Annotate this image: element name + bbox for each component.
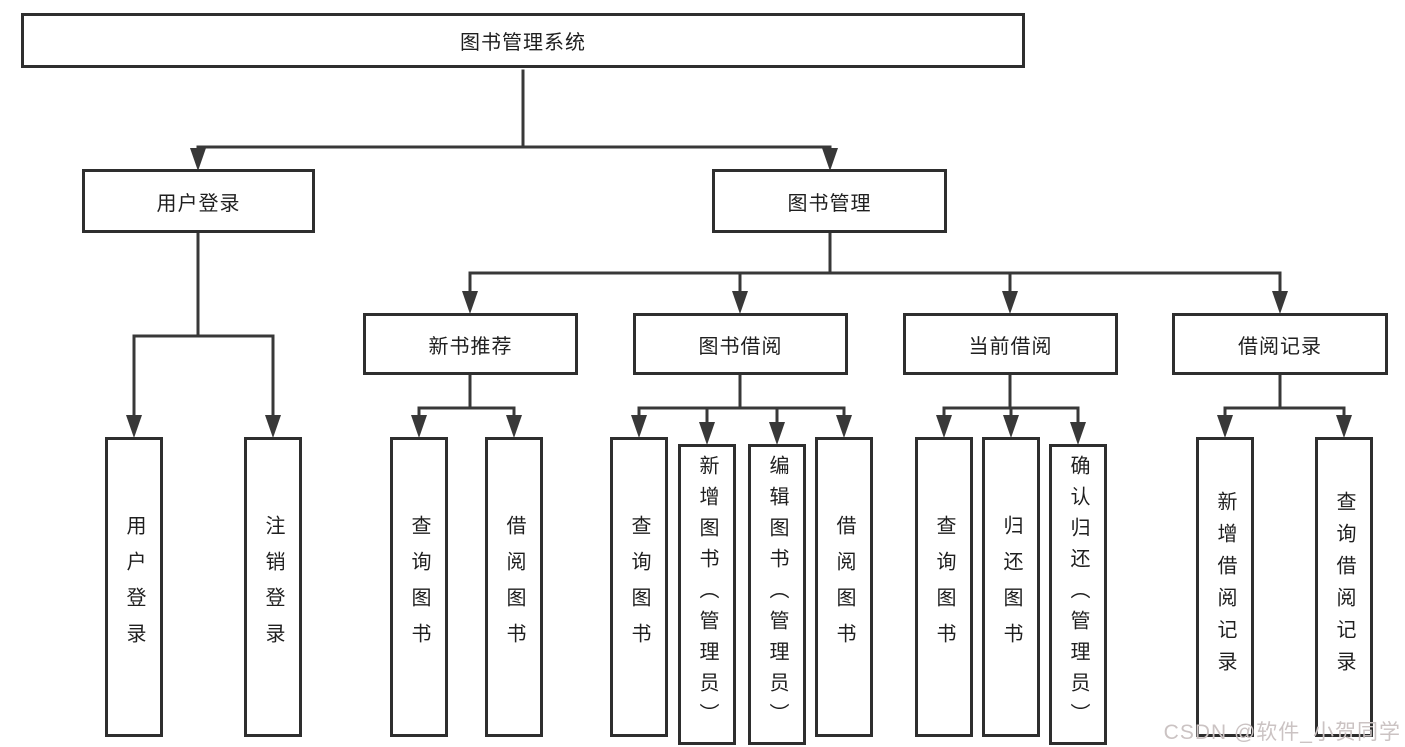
node-borrowing-records: 借阅记录 <box>1172 313 1388 375</box>
leaf-query-books-current: 查询图书 <box>915 437 973 737</box>
leaf-query-borrow-record: 查询借阅记录 <box>1315 437 1373 737</box>
leaf-borrow-books-recommend: 借阅图书 <box>485 437 543 737</box>
leaf-borrow-books: 借阅图书 <box>815 437 873 737</box>
leaf-query-books-borrowing: 查询图书 <box>610 437 668 737</box>
csdn-watermark: CSDN @软件_小贺同学 <box>1163 721 1401 744</box>
leaf-edit-books-admin: 编辑图书（管理员） <box>748 444 806 745</box>
leaf-add-books-admin: 新增图书（管理员） <box>678 444 736 745</box>
node-current-borrowing: 当前借阅 <box>903 313 1118 375</box>
leaf-user-login: 用户登录 <box>105 437 163 737</box>
leaf-confirm-return-admin: 确认归还（管理员） <box>1049 444 1107 745</box>
node-user-login: 用户登录 <box>82 169 315 233</box>
node-book-management: 图书管理 <box>712 169 947 233</box>
node-book-borrowing: 图书借阅 <box>633 313 848 375</box>
leaf-add-borrow-record: 新增借阅记录 <box>1196 437 1254 737</box>
node-library-management-system: 图书管理系统 <box>21 13 1025 68</box>
leaf-query-books-recommend: 查询图书 <box>390 437 448 737</box>
leaf-logout: 注销登录 <box>244 437 302 737</box>
leaf-return-books: 归还图书 <box>982 437 1040 737</box>
node-new-book-recommendation: 新书推荐 <box>363 313 578 375</box>
